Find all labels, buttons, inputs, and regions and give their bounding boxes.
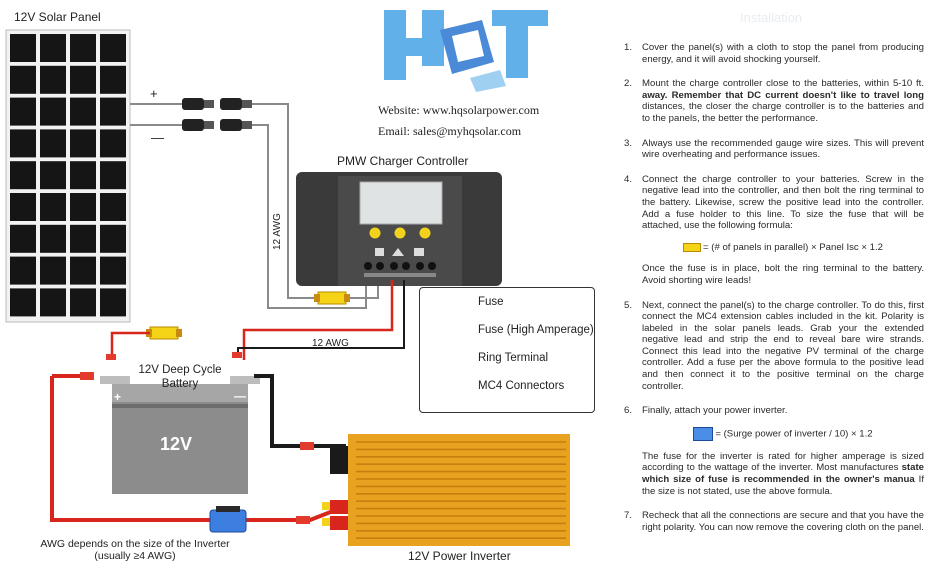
solar-cell (100, 129, 126, 158)
solar-cell (70, 224, 96, 253)
solar-panel (5, 29, 131, 323)
battery-label: 12V Deep Cycle Battery (138, 364, 222, 390)
installation-steps: 1. Cover the panel(s) with a cloth to st… (620, 42, 924, 533)
solar-cell (10, 193, 36, 221)
battery (100, 376, 260, 494)
battery-line-fuse (110, 326, 182, 360)
solar-cell (100, 65, 126, 94)
power-inverter (322, 434, 570, 546)
solar-cell (70, 65, 96, 94)
solar-cell (100, 193, 126, 221)
awg-note: AWG depends on the size of the Inverter … (40, 538, 230, 562)
awg-vertical-label: 12 AWG (272, 213, 283, 250)
solar-cell (10, 256, 36, 285)
panel-negative-sign: — (151, 130, 164, 145)
legend-item-ring-terminal: Ring Terminal (478, 352, 549, 364)
ring-terminals (106, 352, 242, 360)
solar-cell (10, 161, 36, 190)
controller-label: PMW Charger Controller (337, 154, 469, 168)
legend-item-high-amperage-fuse: Fuse (High Amperage) (478, 324, 594, 336)
solar-cell (70, 129, 96, 158)
solar-cell (40, 34, 66, 62)
solar-cell (40, 256, 66, 285)
solar-cell (100, 97, 126, 126)
fuse-icon (683, 242, 701, 252)
solar-cell (40, 224, 66, 253)
battery-inverter-wires (50, 372, 347, 524)
step-3: 3. Always use the recommended gauge wire… (624, 137, 924, 161)
solar-cell (40, 65, 66, 94)
solar-cell (100, 224, 126, 253)
solar-panel-label: 12V Solar Panel (14, 10, 101, 24)
solar-cell (10, 65, 36, 94)
solar-cell (100, 256, 126, 285)
step-4: 4. Connect the charge controller to your… (624, 173, 924, 286)
website-text: Website: www.hqsolarpower.com (378, 103, 540, 117)
awg-horizontal-label: 12 AWG (312, 338, 349, 349)
installation-title: Installation (740, 10, 803, 25)
solar-cell (70, 34, 96, 62)
solar-cell (40, 97, 66, 126)
solar-cell (70, 161, 96, 190)
solar-cell (40, 161, 66, 190)
solar-cell (100, 161, 126, 190)
email-text: Email: sales@myhqsolar.com (378, 124, 522, 138)
solar-cell (40, 288, 66, 317)
solar-cell (40, 193, 66, 221)
hqst-logo (384, 10, 548, 92)
high-amperage-fuse (209, 506, 247, 533)
fuse-formula: = (# of panels in parallel) × Panel Isc … (642, 242, 924, 254)
step-1: 1. Cover the panel(s) with a cloth to st… (624, 42, 924, 65)
battery-plus-terminal: + (114, 390, 122, 404)
step-7: 7. Recheck that all the connections are … (624, 510, 924, 533)
solar-cell (100, 288, 126, 317)
battery-minus-terminal: — (234, 389, 246, 403)
solar-cell (100, 34, 126, 62)
legend-item-fuse: Fuse (478, 296, 504, 308)
inverter-label: 12V Power Inverter (408, 549, 511, 563)
legend-box: Fuse Fuse (High Amperage) Ring Terminal … (419, 287, 595, 413)
mc4-connector-pair-negative (182, 119, 252, 131)
solar-cell (10, 224, 36, 253)
solar-cell (10, 97, 36, 126)
pv-fuse (314, 291, 350, 305)
battery-voltage-label: 12V (160, 434, 193, 454)
panel-leads (130, 98, 379, 309)
step-2: 2. Mount the charge controller close to … (624, 78, 924, 124)
legend-item-mc4-connectors: MC4 Connectors (478, 380, 565, 392)
step-6: 6. Finally, attach your power inverter. … (624, 405, 925, 497)
solar-cell (10, 288, 36, 317)
solar-cell (10, 129, 36, 158)
inverter-fuse-formula: = (Surge power of inverter / 10) × 1.2 (642, 426, 924, 441)
solar-cell (70, 288, 96, 317)
step-5: 5. Next, connect the panel(s) to the cha… (624, 299, 924, 392)
mc4-connector-pair-positive (182, 98, 252, 110)
high-amperage-fuse-icon (693, 426, 714, 441)
solar-cell (40, 129, 66, 158)
solar-cell (70, 193, 96, 221)
charge-controller (296, 172, 502, 286)
solar-cell (70, 256, 96, 285)
solar-cell (10, 34, 36, 62)
solar-cell (70, 97, 96, 126)
panel-positive-sign: + (150, 86, 158, 101)
